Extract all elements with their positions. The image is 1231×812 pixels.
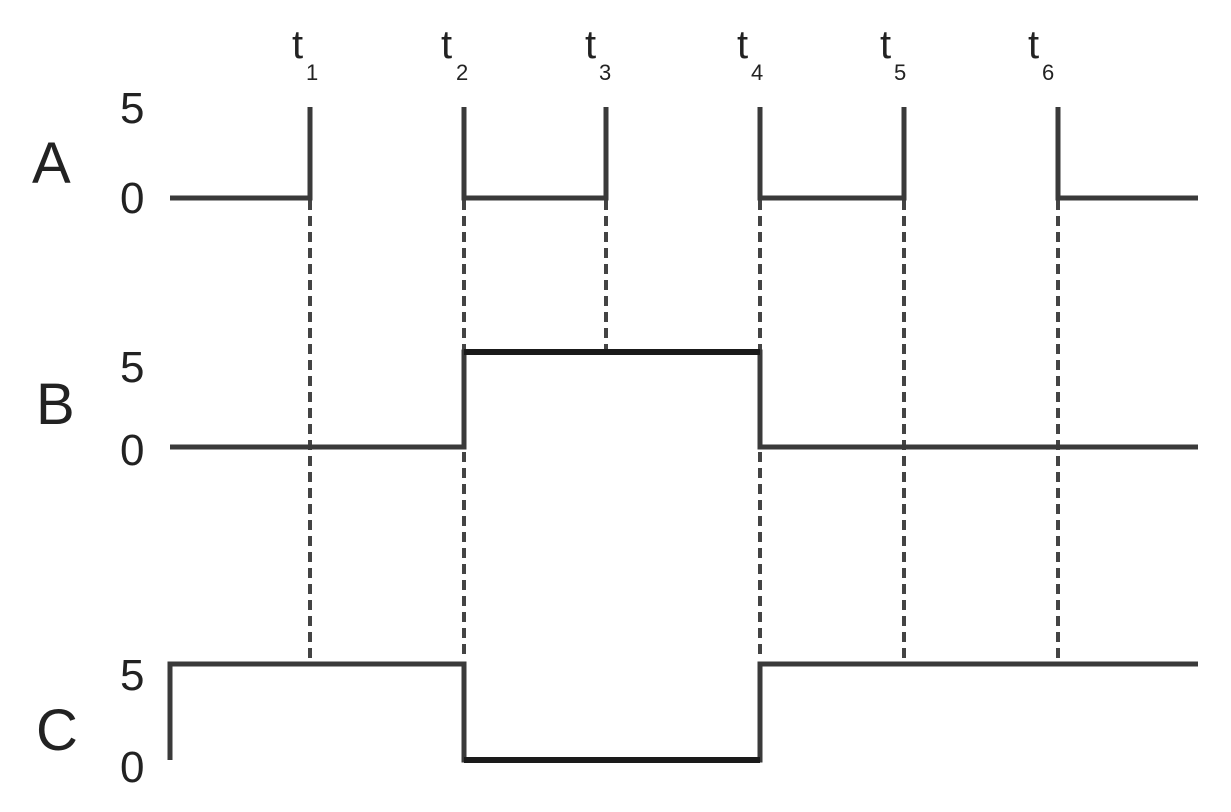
signal-name-c: C: [36, 698, 78, 763]
time-marker-t4-subscript: 4: [751, 60, 763, 85]
time-marker-t6: t: [1028, 23, 1039, 67]
signal-a-low-label: 0: [120, 174, 144, 223]
signal-b-high-label: 5: [120, 343, 144, 392]
waveform-a: [170, 107, 1198, 201]
time-marker-t5-subscript: 5: [894, 60, 906, 85]
signal-c-high-label: 5: [120, 651, 144, 700]
level-labels: 5 0 5 0 5 0: [120, 84, 144, 792]
signal-name-b: B: [36, 372, 75, 437]
time-marker-t1: t: [292, 23, 303, 67]
time-marker-t3-subscript: 3: [599, 60, 611, 85]
time-marker-t6-subscript: 6: [1042, 60, 1054, 85]
waveform-b: [170, 349, 1198, 450]
signal-name-a: A: [32, 131, 71, 196]
signal-c-low-label: 0: [120, 743, 144, 792]
dashed-guides: [308, 200, 1060, 660]
time-marker-t3: t: [585, 23, 596, 67]
time-marker-t5: t: [880, 23, 891, 67]
time-marker-labels: t 1 t 2 t 3 t 4 t 5 t 6: [292, 23, 1054, 85]
time-marker-t2-subscript: 2: [456, 60, 468, 85]
signal-b-low-label: 0: [120, 426, 144, 475]
time-marker-t4: t: [737, 23, 748, 67]
time-marker-t1-subscript: 1: [306, 60, 318, 85]
signal-a-high-label: 5: [120, 84, 144, 133]
time-marker-t2: t: [441, 23, 452, 67]
signal-names: A B C: [32, 131, 78, 763]
waveform-c: [167, 661, 1198, 763]
